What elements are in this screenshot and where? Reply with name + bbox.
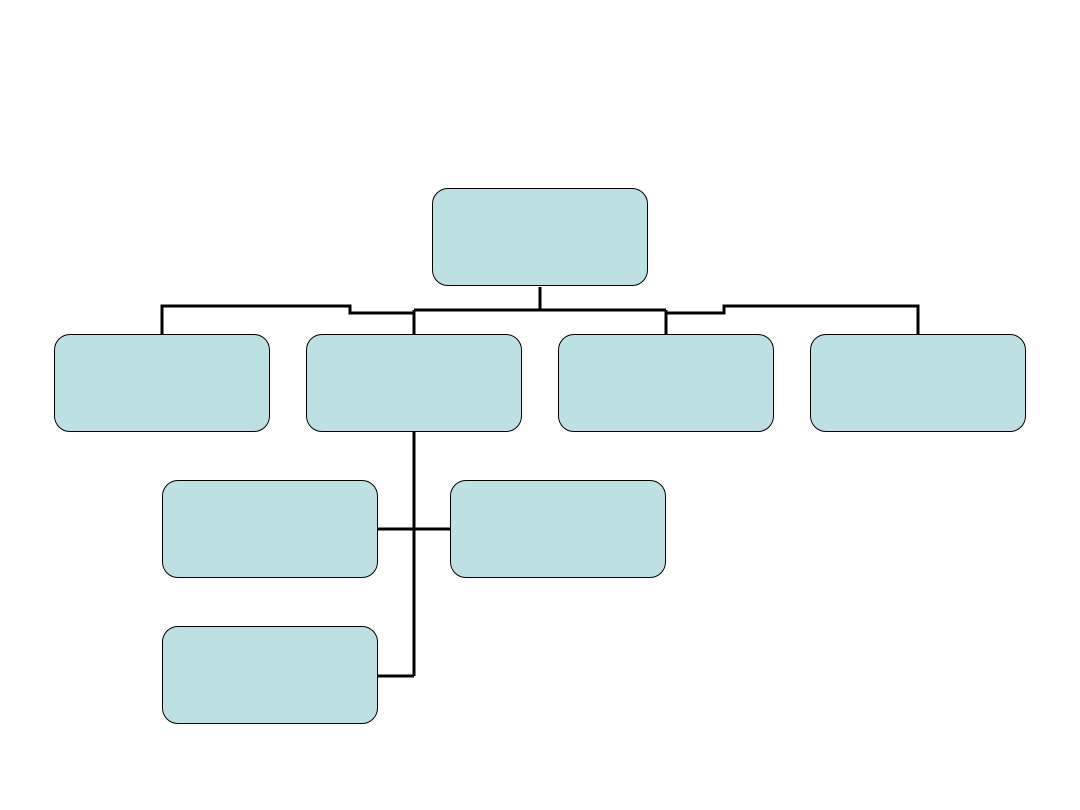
org-box-level1-1 [54, 334, 270, 432]
org-box-level2-1 [162, 480, 378, 578]
connector-step-a [160, 304, 414, 334]
org-box-level1-3 [558, 334, 774, 432]
org-box-level2-2 [450, 480, 666, 578]
connector-step-d [666, 304, 920, 334]
org-box-level3-1 [162, 626, 378, 724]
org-box-level1-2 [306, 334, 522, 432]
org-box-level1-4 [810, 334, 1026, 432]
org-box-top [432, 188, 648, 286]
